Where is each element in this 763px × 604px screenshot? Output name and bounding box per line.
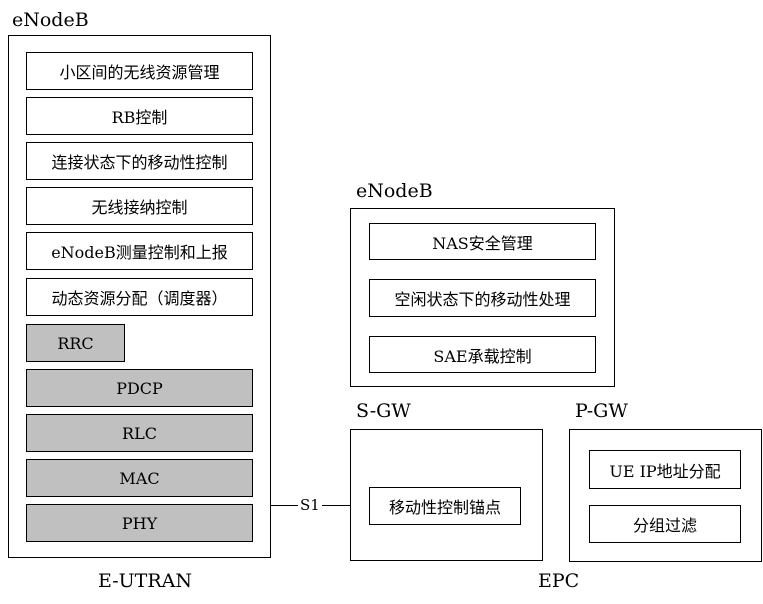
function-box: RB控制	[26, 97, 253, 135]
sgw-title: S-GW	[356, 400, 411, 422]
function-box: 连接状态下的移动性控制	[26, 142, 253, 180]
s1-label: S1	[298, 496, 322, 514]
epc-caption: EPC	[538, 570, 580, 592]
function-box: 无线接纳控制	[26, 187, 253, 225]
protocol-phy: PHY	[26, 504, 253, 542]
pgw-title: P-GW	[575, 400, 628, 422]
function-box: eNodeB测量控制和上报	[26, 232, 253, 270]
function-box: 空闲状态下的移动性处理	[369, 279, 596, 317]
mme-title: eNodeB	[356, 180, 433, 202]
enodeb-title: eNodeB	[12, 9, 89, 31]
function-box: UE IP地址分配	[589, 450, 741, 489]
protocol-rrc: RRC	[26, 324, 125, 362]
function-box: 移动性控制锚点	[369, 487, 521, 525]
function-box: 小区间的无线资源管理	[26, 52, 253, 90]
protocol-pdcp: PDCP	[26, 369, 253, 407]
function-box: NAS安全管理	[369, 223, 596, 260]
e-utran-caption: E-UTRAN	[98, 570, 192, 592]
function-box: 分组过滤	[589, 505, 741, 543]
function-box: 动态资源分配（调度器）	[26, 278, 253, 316]
protocol-mac: MAC	[26, 459, 253, 497]
protocol-rlc: RLC	[26, 414, 253, 452]
function-box: SAE承载控制	[369, 336, 596, 373]
